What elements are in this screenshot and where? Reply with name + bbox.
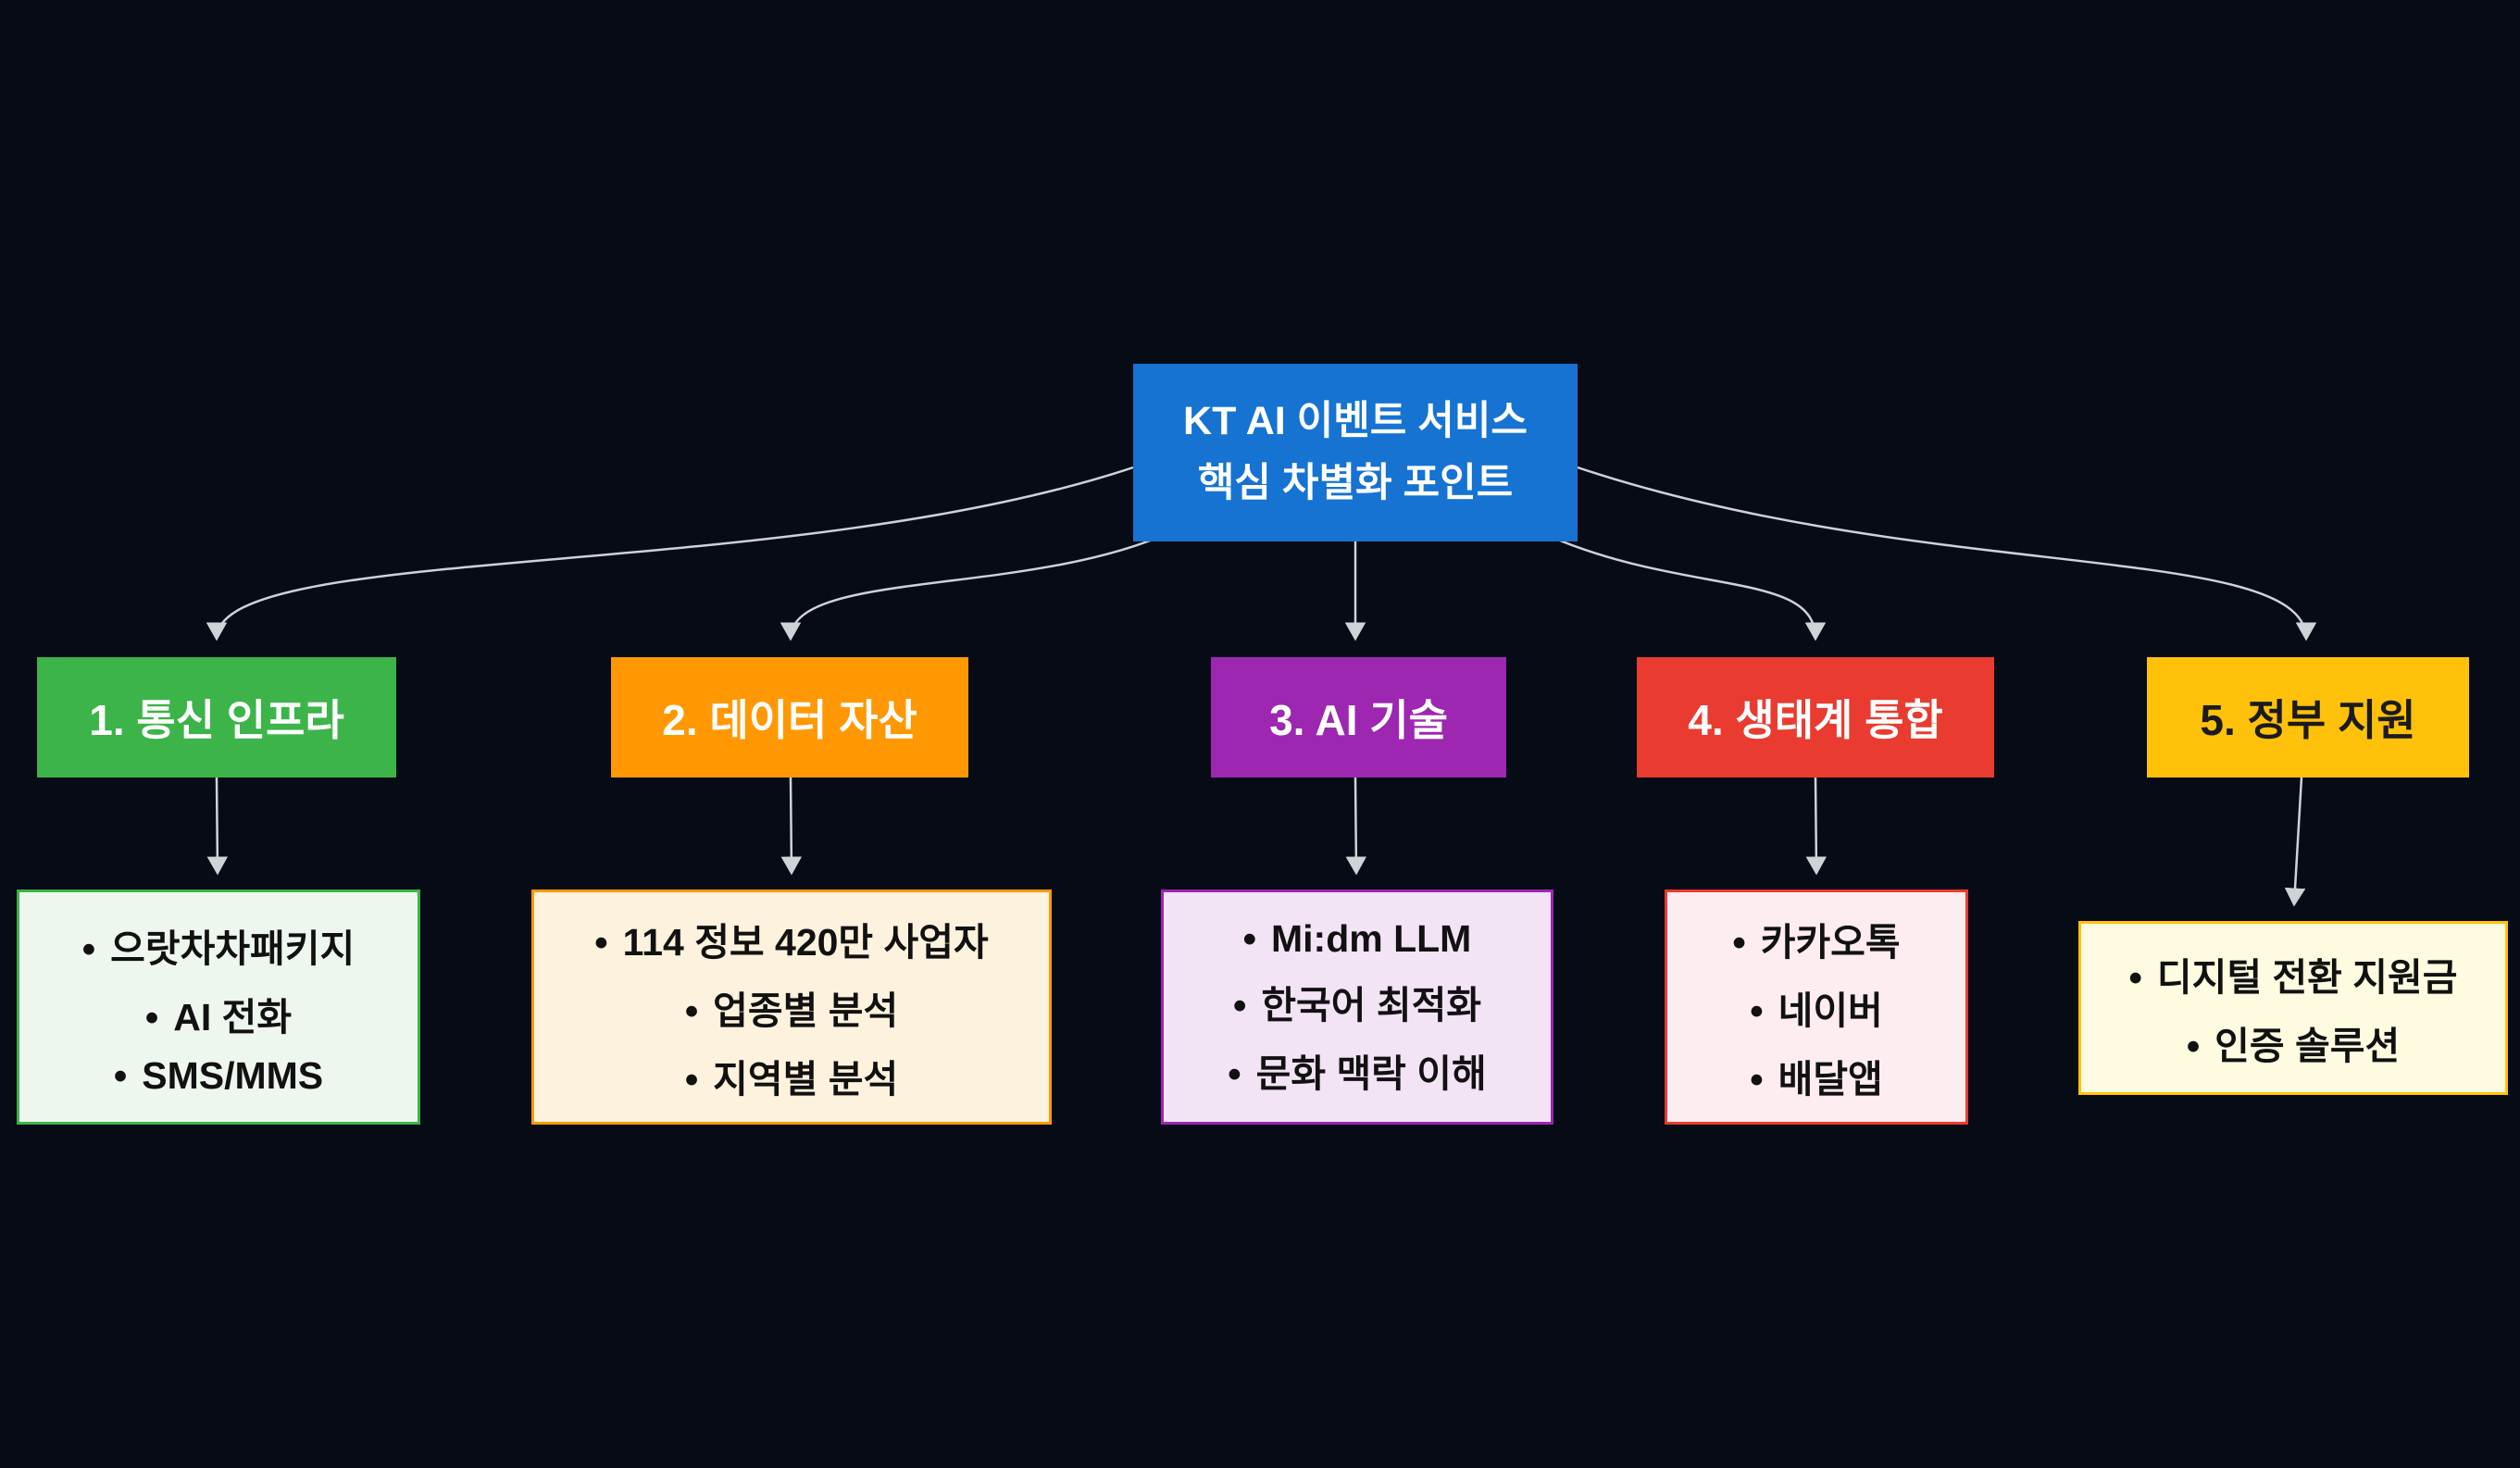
- detail-list: 으랏차차패키지 AI 전화 SMS/MMS: [82, 917, 355, 1098]
- detail-item: 카카오톡: [1732, 911, 1901, 966]
- edge-root-branch1: [206, 466, 1134, 641]
- branch-label: 5. 정부 지원: [2200, 696, 2416, 744]
- detail-list: Mi:dm LLM 한국어 최적화 문화 맥락 이해: [1228, 917, 1487, 1098]
- branch-node-2: 2. 데이터 자산: [611, 657, 968, 778]
- detail-item: 네이버: [1750, 979, 1883, 1035]
- detail-item: 으랏차차패키지: [82, 917, 355, 973]
- root-title-line-1: KT AI 이벤트 서비스: [1183, 399, 1528, 444]
- detail-list: 114 정보 420만 사업자 업종별 분석 지역별 분석: [594, 911, 989, 1103]
- detail-item: 디지털 전환 지원금: [2129, 946, 2458, 1001]
- root-node: KT AI 이벤트 서비스 핵심 차별화 포인트: [1133, 364, 1578, 541]
- edge-branch4-detail4: [1805, 777, 1828, 876]
- branch-label: 4. 생태계 통합: [1688, 696, 1943, 744]
- edge-root-branch4: [1540, 530, 1827, 641]
- detail-node-1: 으랏차차패키지 AI 전화 SMS/MMS: [17, 890, 420, 1125]
- detail-item: Mi:dm LLM: [1243, 917, 1471, 961]
- root-title-line-2: 핵심 차별화 포인트: [1197, 461, 1514, 505]
- detail-list: 카카오톡 네이버 배달앱: [1732, 911, 1901, 1103]
- branch-node-1: 1. 통신 인프라: [37, 657, 396, 778]
- detail-node-5: 디지털 전환 지원금 인증 솔루션: [2078, 921, 2508, 1095]
- edge-root-branch5: [1577, 466, 2317, 641]
- edge-branch2-detail2: [780, 777, 803, 876]
- detail-item: SMS/MMS: [114, 1054, 323, 1098]
- edge-branch3-detail3: [1345, 777, 1367, 876]
- edge-branch1-detail1: [206, 777, 229, 876]
- detail-item: 인증 솔루션: [2187, 1014, 2400, 1070]
- detail-item: 배달앱: [1750, 1048, 1883, 1103]
- detail-item: 문화 맥락 이해: [1228, 1042, 1487, 1098]
- branch-label: 1. 통신 인프라: [89, 696, 344, 744]
- detail-list: 디지털 전환 지원금 인증 솔루션: [2129, 946, 2458, 1070]
- detail-item: 업종별 분석: [685, 979, 898, 1035]
- detail-item: AI 전화: [145, 986, 292, 1041]
- detail-item: 지역별 분석: [685, 1048, 898, 1103]
- branch-node-4: 4. 생태계 통합: [1637, 657, 1994, 778]
- detail-item: 114 정보 420만 사업자: [594, 911, 989, 966]
- branch-node-3: 3. AI 기술: [1211, 657, 1506, 778]
- detail-item: 한국어 최적화: [1233, 974, 1481, 1029]
- branch-node-5: 5. 정부 지원: [2147, 657, 2469, 778]
- branch-label: 3. AI 기술: [1269, 696, 1448, 744]
- detail-node-4: 카카오톡 네이버 배달앱: [1665, 890, 1968, 1125]
- edge-branch5-detail5: [2284, 777, 2306, 907]
- edge-root-branch2: [780, 530, 1171, 641]
- detail-node-3: Mi:dm LLM 한국어 최적화 문화 맥락 이해: [1161, 890, 1553, 1125]
- branch-label: 2. 데이터 자산: [662, 696, 917, 744]
- detail-node-2: 114 정보 420만 사업자 업종별 분석 지역별 분석: [531, 890, 1052, 1125]
